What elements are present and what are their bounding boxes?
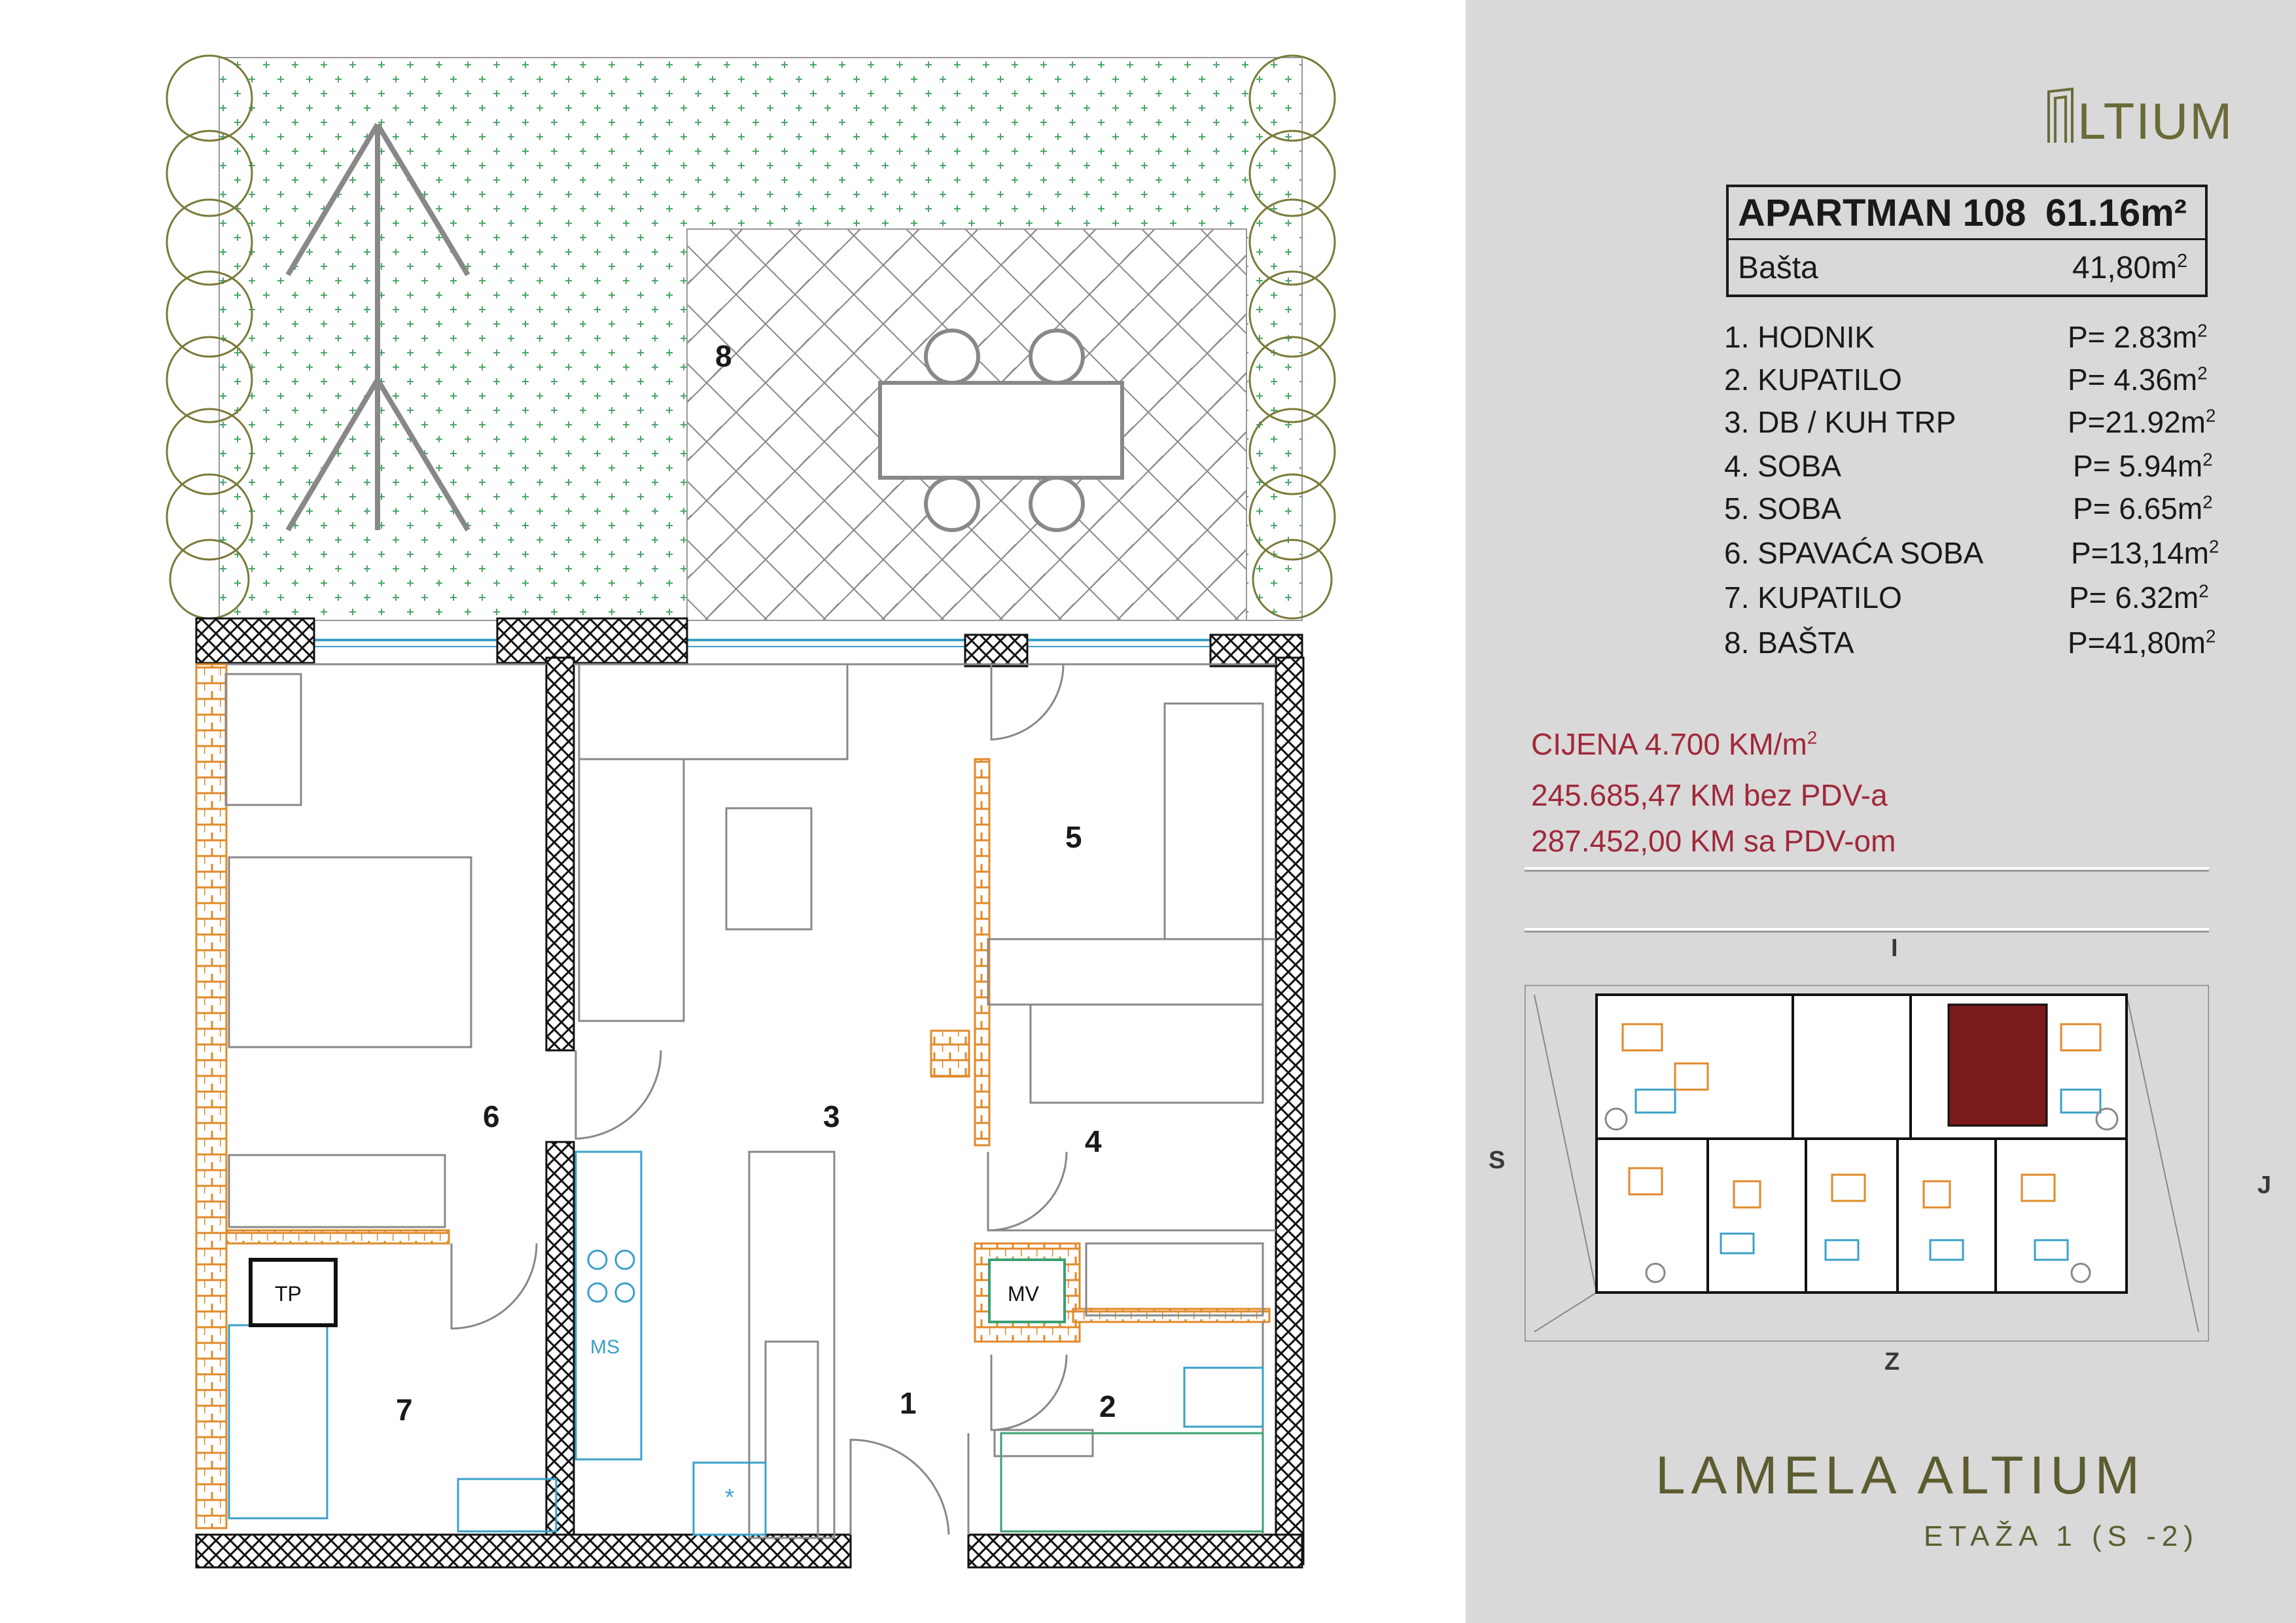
room-label-7: 7. KUPATILO — [1724, 580, 1902, 615]
garden-path — [285, 122, 470, 532]
walls — [195, 617, 1305, 1569]
furniture — [224, 663, 1264, 1539]
room-number-6: 6 — [483, 1099, 500, 1133]
room-label-8: 8. BAŠTA — [1724, 626, 1854, 660]
building-name: LAMELA ALTIUM — [1655, 1446, 2146, 1505]
room-label-6: 6. SPAVAĆA SOBA — [1724, 536, 1984, 570]
garden-value: 41,80m2 — [2072, 251, 2188, 285]
room-area-4: P= 5.94m2 — [2073, 449, 2213, 483]
garden-label: Bašta — [1738, 251, 1818, 285]
room-number-3: 3 — [823, 1099, 840, 1133]
room-area-8: P=41,80m2 — [2068, 626, 2216, 660]
hedge-right — [1248, 54, 1336, 620]
dining-table — [878, 329, 1124, 532]
altium-logo-mark — [2047, 87, 2074, 143]
compass-north: I — [1891, 935, 1898, 962]
divider-bottom — [1525, 928, 2209, 933]
floor-level: ETAŽA 1 (S -2) — [1924, 1520, 2200, 1552]
brand-logo-text: LTIUM — [2077, 92, 2234, 150]
mv-unit — [988, 1258, 1066, 1323]
room-area-1: P= 2.83m2 — [2068, 320, 2208, 354]
insulation-walls — [195, 663, 1271, 1529]
doors — [450, 664, 1068, 1535]
highlighted-unit — [1947, 1003, 2048, 1127]
room-number-7: 7 — [396, 1393, 413, 1427]
info-panel: LTIUM APARTMAN 108 61.16m² Bašta 41,80m2… — [1466, 0, 2296, 1623]
compass-west: S — [1489, 1147, 1506, 1174]
room-number-2: 2 — [1099, 1389, 1116, 1423]
room-number-8: 8 — [715, 339, 732, 373]
room-area-2: P= 4.36m2 — [2068, 363, 2208, 397]
apartment-title-box: APARTMAN 108 61.16m² Bašta 41,80m2 — [1726, 185, 2208, 297]
apartment-title: APARTMAN 108 — [1738, 192, 2026, 234]
kitchen-fixtures — [228, 1150, 1264, 1536]
room-label-3: 3. DB / KUH TRP — [1724, 405, 1956, 439]
divider-top — [1525, 867, 2209, 872]
garden-area — [219, 57, 1303, 621]
room-number-4: 4 — [1085, 1124, 1102, 1158]
room-area-7: P= 6.32m2 — [2069, 580, 2209, 615]
tp-label: TP — [275, 1282, 302, 1306]
building-key-plan — [1525, 985, 2209, 1342]
room-area-6: P=13,14m2 — [2071, 536, 2219, 570]
room-label-4: 4. SOBA — [1724, 449, 1841, 483]
room-area-5: P= 6.65m2 — [2073, 491, 2213, 526]
star-label: * — [725, 1484, 734, 1510]
price-without-vat: 245.685,47 KM bez PDV-a — [1531, 778, 1888, 812]
room-label-2: 2. KUPATILO — [1724, 363, 1902, 397]
room-label-1: 1. HODNIK — [1724, 320, 1875, 354]
apartment-title-row: APARTMAN 108 61.16m² — [1729, 187, 2205, 240]
compass-south: Z — [1884, 1348, 1900, 1376]
price-per-m2: CIJENA 4.700 KM/m2 — [1531, 727, 1818, 761]
apartment-area: 61.16m² — [2045, 192, 2187, 234]
ms-label: MS — [590, 1336, 620, 1358]
room-number-5: 5 — [1065, 820, 1082, 854]
room-label-5: 5. SOBA — [1724, 491, 1841, 526]
room-number-1: 1 — [900, 1386, 917, 1420]
floor-plan: 1 2 3 4 5 6 7 8 TP MV MS * — [166, 54, 1336, 1569]
partitions — [226, 663, 1276, 1535]
tp-unit — [249, 1258, 338, 1327]
hedge-left — [166, 54, 253, 620]
mv-label: MV — [1008, 1282, 1040, 1306]
compass-east: J — [2257, 1171, 2272, 1199]
room-area-3: P=21.92m2 — [2068, 405, 2216, 439]
price-with-vat: 287.452,00 KM sa PDV-om — [1531, 824, 1896, 858]
garden-row: Bašta 41,80m2 — [1729, 238, 2205, 297]
